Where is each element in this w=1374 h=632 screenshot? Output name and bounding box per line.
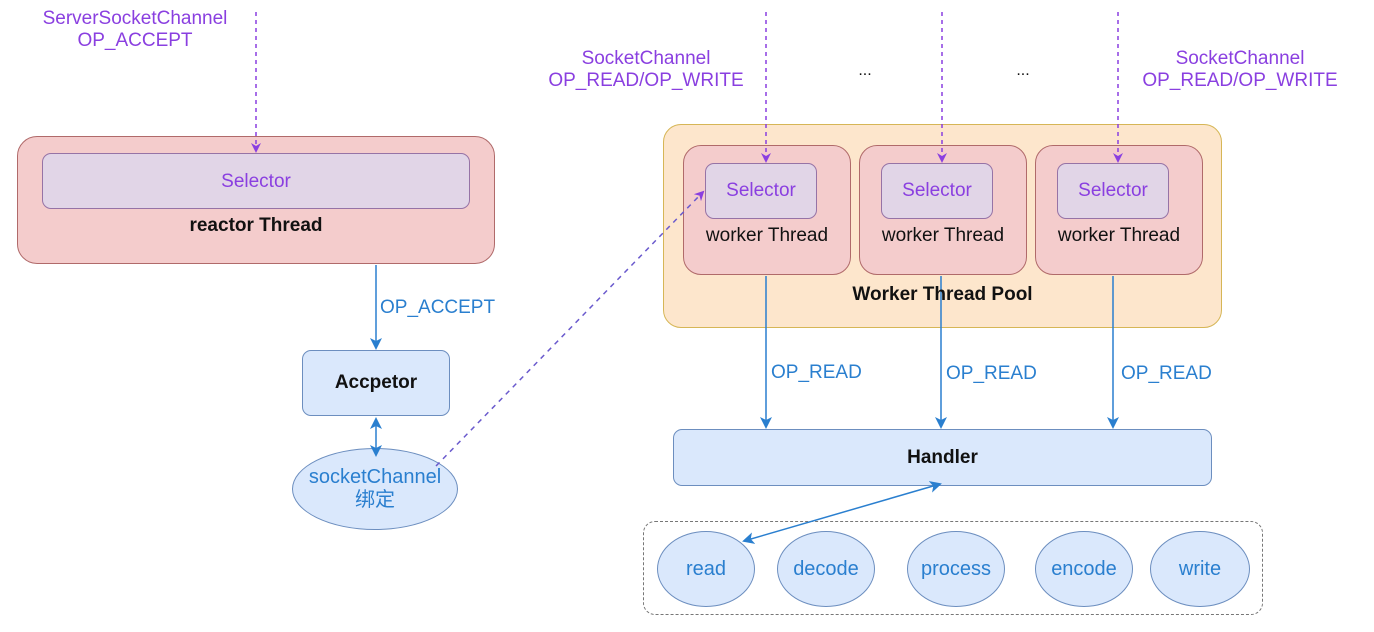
acceptor-box [302,350,450,416]
worker-pool-label: Worker Thread Pool [852,284,1033,305]
server-channel-text: ServerSocketChannel [42,8,228,29]
socket-channel-binding-node: socketChannel 绑定 [292,448,458,530]
handler-box [673,429,1212,486]
reactor-selector-label: Selector [221,171,291,192]
stage-label: read [685,557,727,580]
stage-write-node: write [1150,531,1250,607]
reactor-thread-label: reactor Thread [189,215,323,236]
op-read-edge-label-2: OP_READ [946,363,1037,384]
op-accept-edge-label: OP_ACCEPT [380,297,496,318]
handler-label: Handler [907,447,978,468]
server-socket-channel-label: ServerSocketChannel OP_ACCEPT [22,8,248,52]
worker-selector-label-2: Selector [902,180,972,201]
binding-to-worker-edge [435,190,705,467]
socket-channel-text: SocketChannel [581,48,711,69]
stage-read-node: read [657,531,755,607]
socket-binding-line1: socketChannel [308,466,442,488]
worker-selector-label-1: Selector [726,180,796,201]
worker-selector-box-2 [881,163,993,219]
ellipsis-label-1: ... [858,62,872,79]
reactor-selector-box [42,153,470,209]
socket-binding-line2: 绑定 [355,489,395,511]
op-read-edge-label-1: OP_READ [771,362,862,383]
stage-label: write [1178,557,1222,580]
stage-label: decode [793,557,859,580]
worker-selector-box-1 [705,163,817,219]
socket-op-text: OP_READ/OP_WRITE [1142,69,1338,91]
acceptor-label: Accpetor [334,372,418,393]
socket-channel-text: SocketChannel [1175,48,1305,69]
socket-op-text: OP_READ/OP_WRITE [548,69,744,91]
worker-thread-label-2: worker Thread [881,225,1005,246]
stage-label: encode [1051,557,1117,580]
ellipsis-label-2: ... [1016,62,1030,79]
worker-selector-box-3 [1057,163,1169,219]
stage-label: process [920,557,992,580]
worker-thread-label-1: worker Thread [705,225,829,246]
socket-channel-label-1: SocketChannel OP_READ/OP_WRITE [530,48,762,92]
handler-stages-group [643,521,1263,615]
handler-read-edge [742,481,942,544]
worker-selector-label-3: Selector [1078,180,1148,201]
server-op-text: OP_ACCEPT [77,29,193,51]
op-read-edge-label-3: OP_READ [1121,363,1212,384]
stage-encode-node: encode [1035,531,1133,607]
worker-thread-label-3: worker Thread [1057,225,1181,246]
socket-channel-label-2: SocketChannel OP_READ/OP_WRITE [1124,48,1356,92]
